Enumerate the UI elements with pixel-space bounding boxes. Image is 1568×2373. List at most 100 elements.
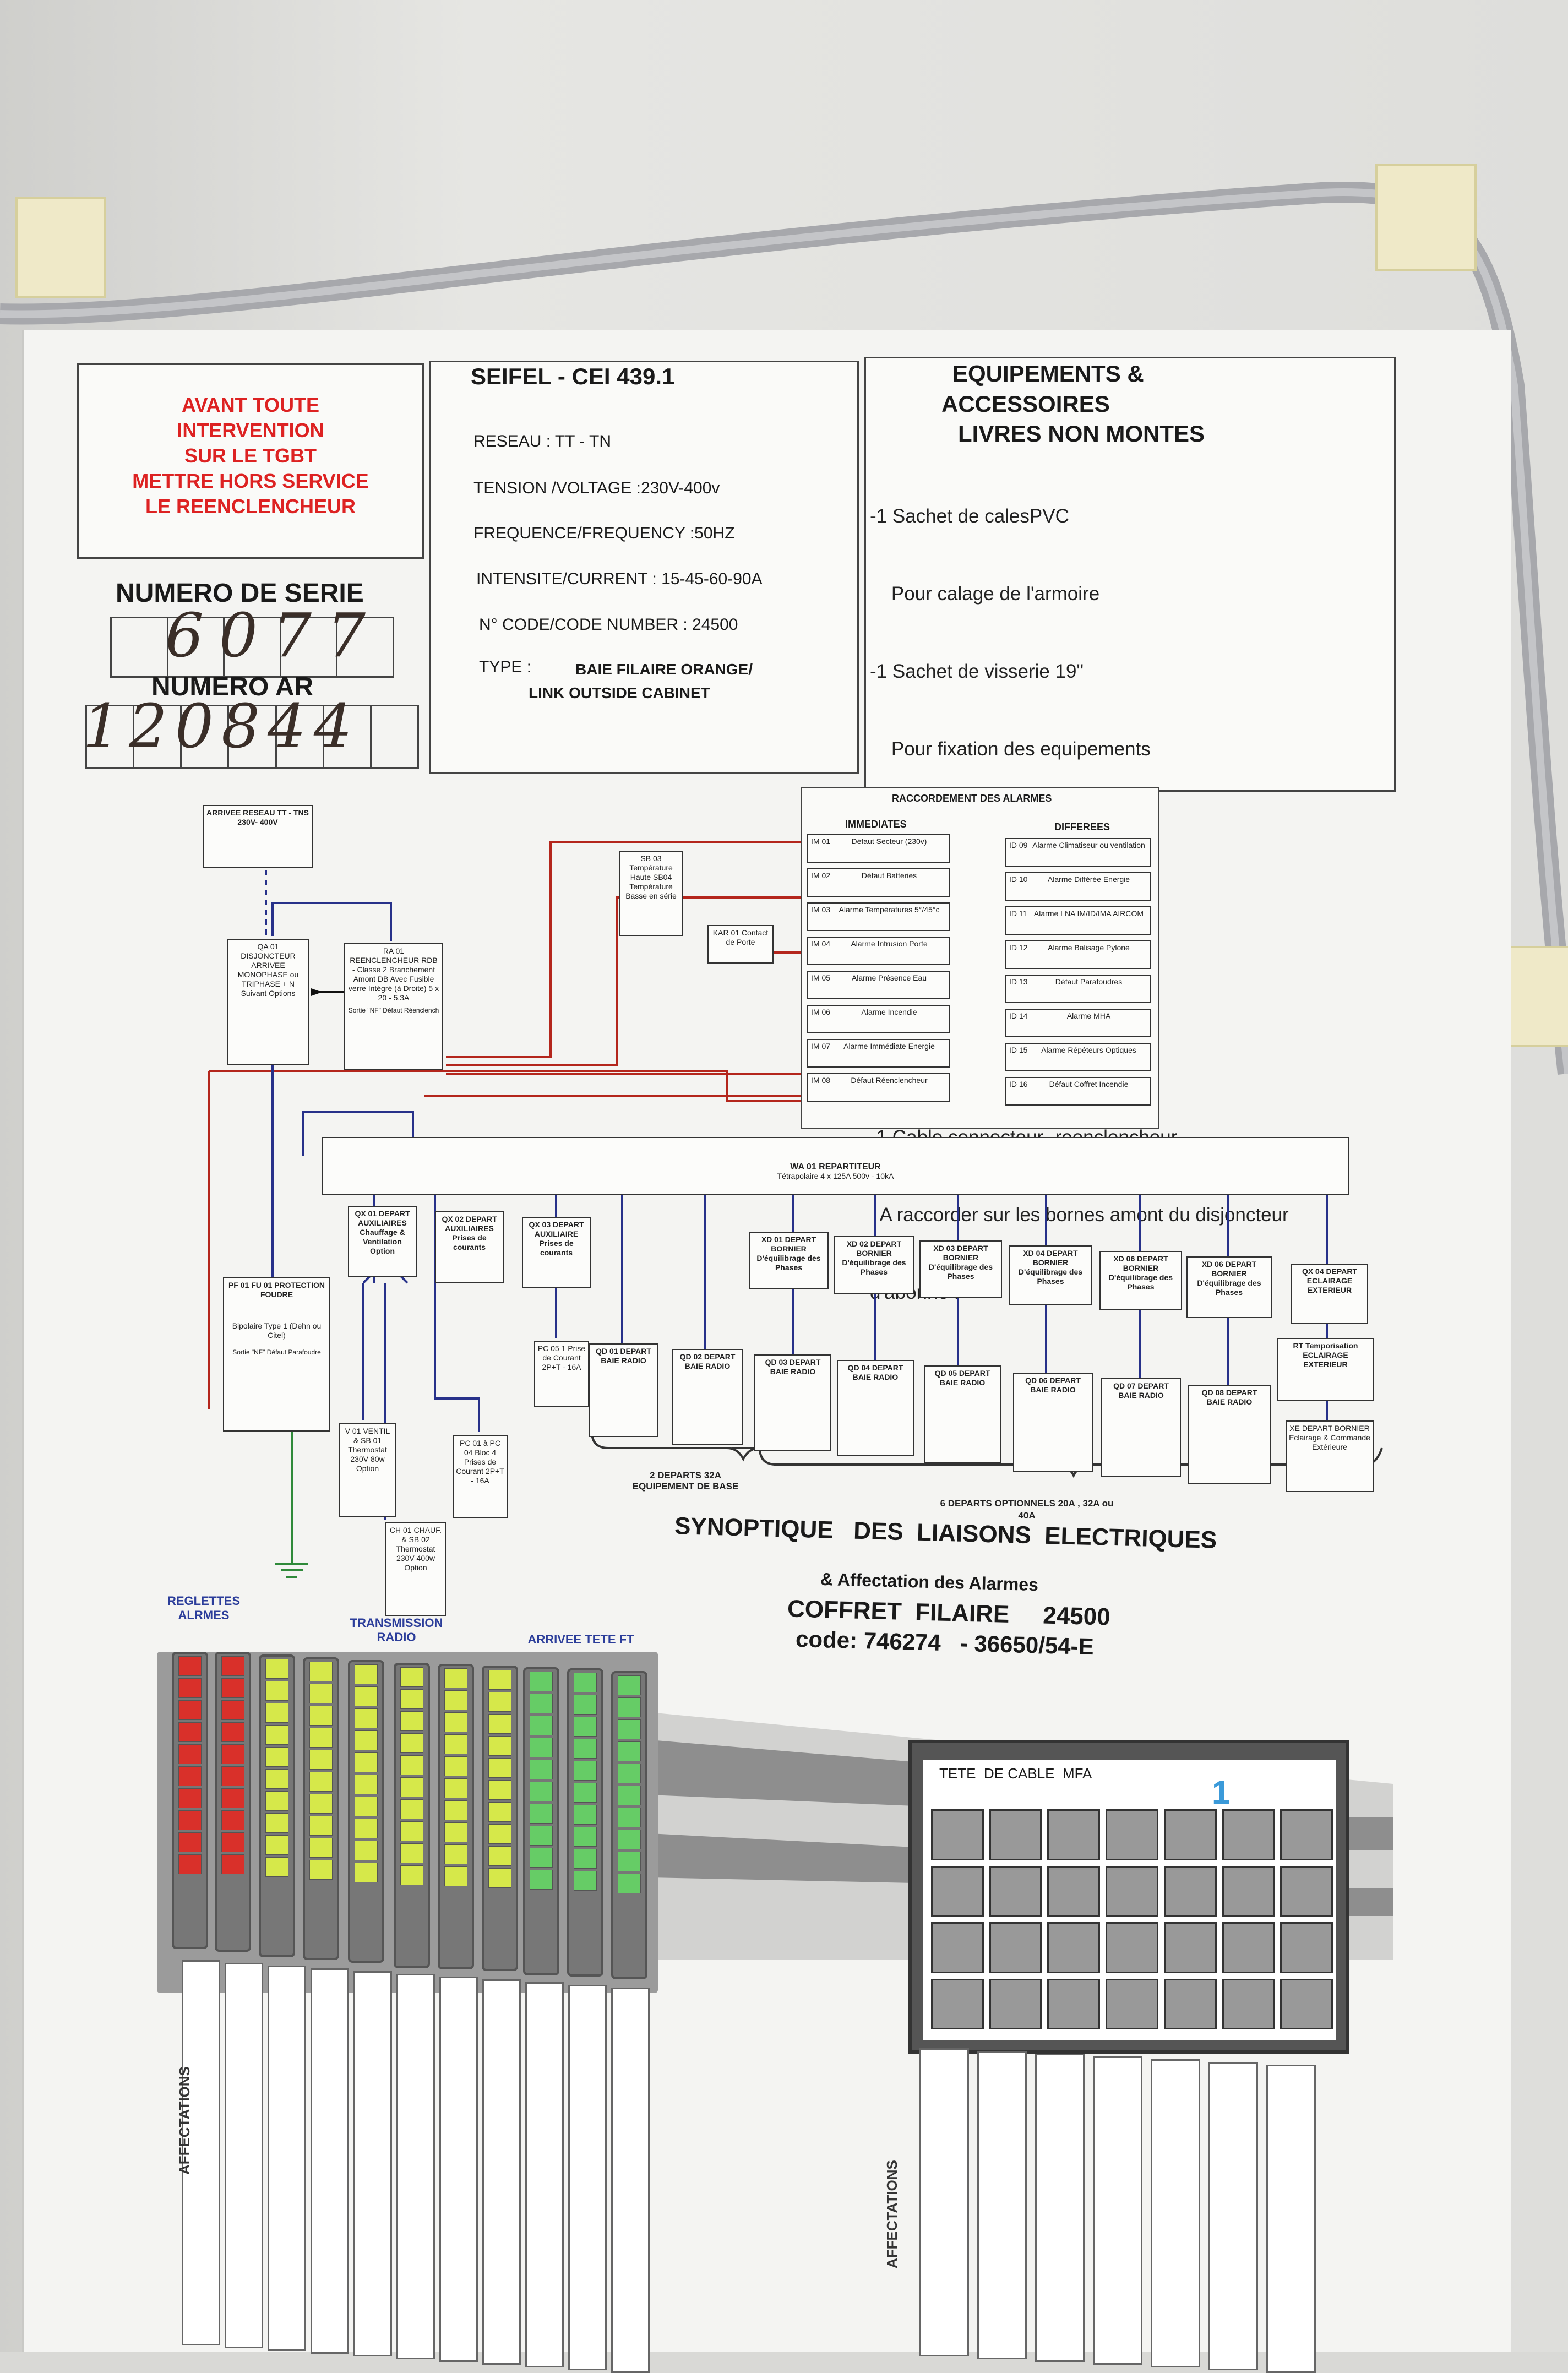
ch01-box: CH 01 CHAUF. & SB 02 Thermostat 230V 400… xyxy=(385,1522,446,1616)
cable-clip xyxy=(1375,164,1477,271)
affectations-left xyxy=(182,1960,666,2373)
qd04-box: QD 04 DEPART BAIE RADIO xyxy=(837,1360,914,1456)
alarm-im02: IM 02 Défaut Batteries xyxy=(807,868,950,897)
alarm-label: Alarme Températures 5°/45°c xyxy=(839,905,940,914)
qx01-box: QX 01 DEPART AUXILIAIRES Chauffage & Ven… xyxy=(348,1206,417,1277)
alarm-label: Défaut Réenclencheur xyxy=(851,1076,928,1085)
qd05-box: QD 05 DEPART BAIE RADIO xyxy=(924,1365,1001,1463)
equipment-title: LIVRES NON MONTES xyxy=(958,421,1205,447)
alarm-label: Alarme Immédiate Energie xyxy=(843,1042,935,1051)
reglette-green xyxy=(523,1667,559,1975)
alarm-id: ID 12 xyxy=(1009,943,1028,952)
ra01-box: RA 01 REENCLENCHEUR RDB - Classe 2 Branc… xyxy=(344,943,443,1070)
alarm-label: Défaut Parafoudres xyxy=(1055,977,1123,986)
arrivee-box: ARRIVEE RESEAU TT - TNS 230V- 400V xyxy=(203,805,313,868)
reglette-green xyxy=(567,1668,603,1977)
rt-box: RT Temporisation ECLAIRAGE EXTERIEUR xyxy=(1277,1338,1374,1401)
spec-tension: TENSION /VOLTAGE :230V-400v xyxy=(473,479,720,497)
equipment-box xyxy=(864,357,1396,792)
warning-box: AVANT TOUTE INTERVENTION SUR LE TGBT MET… xyxy=(77,363,424,559)
red-wire xyxy=(446,841,809,1058)
equipment-line: Pour fixation des equipements xyxy=(870,738,1151,760)
alarm-title: RACCORDEMENT DES ALARMES xyxy=(892,793,1052,804)
qd03-box: QD 03 DEPART BAIE RADIO xyxy=(754,1354,831,1451)
reglette-yellow xyxy=(438,1664,474,1969)
alarm-id: ID 13 xyxy=(1009,977,1028,986)
serial-number: 6077 xyxy=(165,600,381,671)
alarm-label: Alarme Climatiseur ou ventilation xyxy=(1032,841,1145,850)
kar01-box: KAR 01 Contact de Porte xyxy=(707,925,774,964)
pc0104-box: PC 01 à PC 04 Bloc 4 Prises de Courant 2… xyxy=(453,1435,508,1518)
affectation-column xyxy=(482,1979,521,2365)
wa01-label: WA 01 REPARTITEUR xyxy=(790,1162,881,1172)
deferred-title: DIFFEREES xyxy=(1054,821,1110,832)
wa01-repartiteur: WA 01 REPARTITEUR Tétrapolaire 4 x 125A … xyxy=(322,1137,1349,1195)
xd05-box: XD 06 DEPART BORNIER D'équilibrage des P… xyxy=(1099,1251,1182,1310)
affectation-column xyxy=(353,1971,392,2356)
tete-cable-panel: TETE DE CABLE MFA 1 xyxy=(908,1740,1349,2054)
alarm-id: IM 02 xyxy=(811,871,831,880)
qx02-box: QX 02 DEPART AUXILIAIRES Prises de coura… xyxy=(435,1211,504,1283)
pf01-box: PF 01 FU 01 PROTECTION FOUDRE Bipolaire … xyxy=(223,1277,330,1432)
affectations-left-label: AFFECTATIONS xyxy=(176,2066,193,2175)
wa01-sub: Tétrapolaire 4 x 125A 500v - 10kA xyxy=(777,1172,894,1180)
blue-wire xyxy=(792,1195,1328,1266)
qd07-box: QD 07 DEPART BAIE RADIO xyxy=(1101,1378,1181,1477)
alarm-label: Alarme Incendie xyxy=(861,1008,917,1016)
blue-wire xyxy=(621,1195,706,1349)
spec-box xyxy=(429,361,859,774)
tete-cable-inner: TETE DE CABLE MFA 1 xyxy=(923,1760,1336,2040)
affectations-right-label: AFFECTATIONS xyxy=(884,2160,900,2268)
equipment-title: ACCESSOIRES xyxy=(941,391,1110,417)
spec-intensite: INTENSITE/CURRENT : 15-45-60-90A xyxy=(476,570,763,588)
xe-box: XE DEPART BORNIER Eclairage & Commande E… xyxy=(1286,1420,1374,1492)
tete-cable-number: 1 xyxy=(1212,1774,1231,1811)
blue-wire xyxy=(792,1288,1328,1420)
base-departs-label: 2 DEPARTS 32A EQUIPEMENT DE BASE xyxy=(632,1470,739,1492)
affectation-column xyxy=(977,2051,1027,2359)
alarm-label: Alarme MHA xyxy=(1066,1011,1111,1020)
ground-symbol xyxy=(275,1563,308,1578)
alarm-label: Alarme Intrusion Porte xyxy=(851,939,928,948)
alarm-id: ID 15 xyxy=(1009,1046,1028,1054)
alarm-id13: ID 13 Défaut Parafoudres xyxy=(1005,975,1151,1003)
optional-departs-label: 6 DEPARTS OPTIONNELS 20A , 32A ou 40A xyxy=(940,1498,1114,1521)
pc05-box: PC 05 1 Prise de Courant 2P+T - 16A xyxy=(534,1341,589,1407)
affectation-column xyxy=(1208,2062,1258,2370)
affectation-column xyxy=(568,1985,607,2370)
sb03-box: SB 03 Température Haute SB04 Température… xyxy=(619,851,683,936)
equipment-line: -1 Sachet de calesPVC xyxy=(870,505,1069,527)
alarm-label: Défaut Batteries xyxy=(861,871,917,880)
blue-wire xyxy=(302,1111,414,1156)
qa01-box: QA 01 DISJONCTEUR ARRIVEE MONOPHASE ou T… xyxy=(227,939,309,1065)
pf01-sub: Bipolaire Type 1 (Dehn ou Citel) xyxy=(232,1321,322,1340)
spec-code: N° CODE/CODE NUMBER : 24500 xyxy=(479,616,738,634)
alarm-im03: IM 03 Alarme Températures 5°/45°c xyxy=(807,902,950,931)
affectation-column xyxy=(1151,2059,1200,2367)
equipment-line: A raccorder sur les bornes amont du disj… xyxy=(870,1204,1289,1226)
affectation-column xyxy=(1266,2065,1316,2373)
alarm-id: ID 10 xyxy=(1009,875,1028,884)
qd08-box: QD 08 DEPART BAIE RADIO xyxy=(1188,1385,1271,1484)
reglette-green xyxy=(611,1671,647,1979)
pf01-sub2: Sortie "NF" Défaut Parafoudre xyxy=(232,1348,321,1356)
arrivee-ft-label: ARRIVEE TETE FT xyxy=(527,1632,634,1646)
ra01-text: RA 01 REENCLENCHEUR RDB - Classe 2 Branc… xyxy=(348,946,439,1002)
equipment-line: Pour calage de l'armoire xyxy=(870,583,1100,605)
warning-line: LE REENCLENCHEUR xyxy=(145,495,356,518)
pf01-label: PF 01 FU 01 PROTECTION FOUDRE xyxy=(228,1281,325,1299)
alarm-id: IM 03 xyxy=(811,905,831,914)
warning-line: INTERVENTION xyxy=(177,419,324,442)
reglette-yellow xyxy=(303,1657,339,1960)
reglette-yellow xyxy=(482,1666,518,1971)
alarm-id: ID 09 xyxy=(1009,841,1028,850)
alarm-label: Défaut Secteur (230v) xyxy=(851,837,927,846)
affectation-column xyxy=(268,1966,306,2351)
